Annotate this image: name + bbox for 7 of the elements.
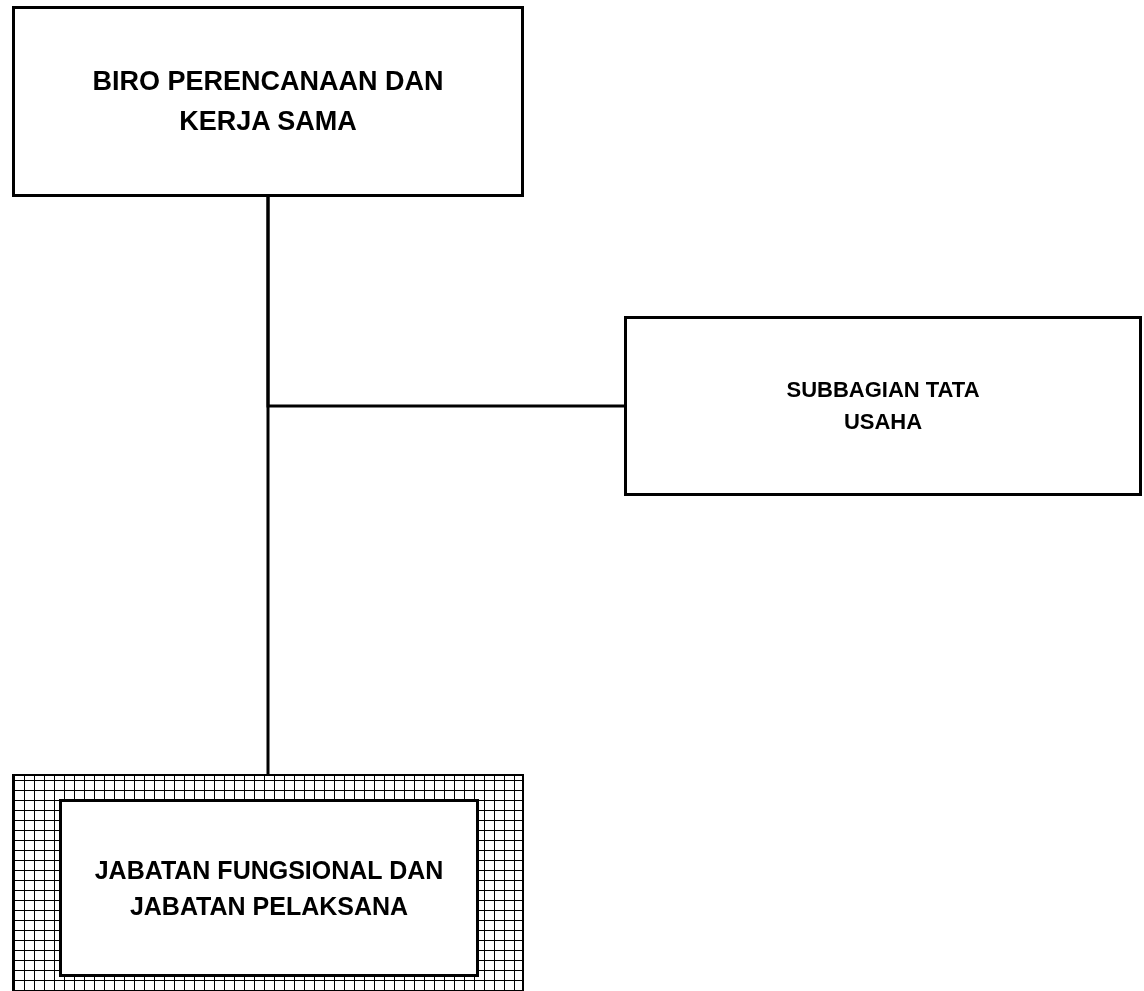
unit-name: BIRO PERENCANAAN DAN KERJA SAMA <box>91 65 445 138</box>
unit-name: JABATAN FUNGSIONAL DAN JABATAN PELAKSANA <box>93 854 445 922</box>
unit-box <box>624 316 1142 496</box>
hatched-frame <box>12 774 524 991</box>
unit-name: SUBBAGIAN TATA USAHA <box>785 376 981 436</box>
unit-box <box>12 6 524 197</box>
connector-line <box>266 197 270 774</box>
